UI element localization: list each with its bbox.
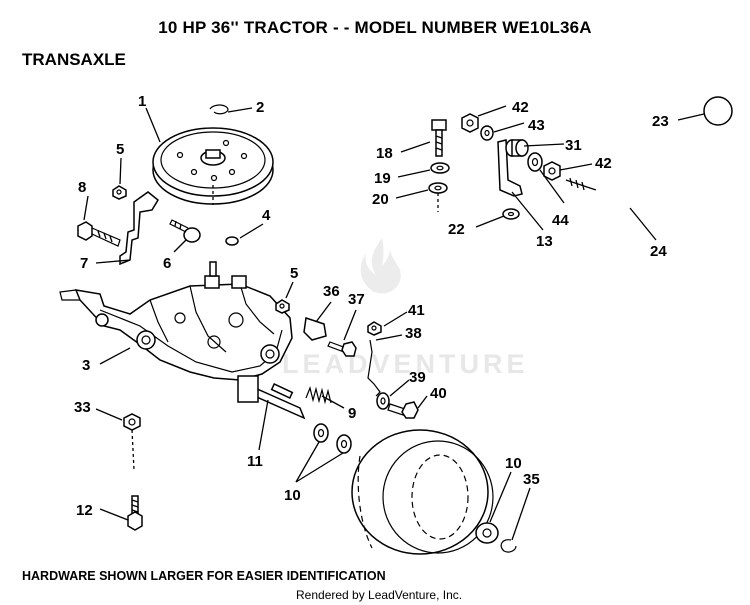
callout-2: 2 [256, 99, 264, 116]
callout-22: 22 [448, 221, 465, 238]
callout-9: 9 [348, 405, 356, 422]
washers-part-10[interactable] [313, 423, 352, 454]
callout-6: 6 [163, 255, 171, 272]
bracket-part-7[interactable] [119, 191, 159, 266]
clip-part-35[interactable] [500, 539, 517, 553]
callout-41: 41 [408, 302, 425, 319]
callout-44: 44 [552, 212, 569, 229]
bolt-part-6[interactable] [169, 219, 201, 243]
knob-part-23[interactable] [703, 96, 733, 126]
callout-5-mid: 5 [290, 265, 298, 282]
callout-18: 18 [376, 145, 393, 162]
shift-lever-part-24[interactable] [565, 125, 718, 205]
callout-11: 11 [247, 453, 263, 470]
bolt-part-40[interactable] [387, 401, 419, 419]
callout-36: 36 [323, 283, 340, 300]
callout-13: 13 [536, 233, 553, 250]
nut-part-41[interactable] [367, 321, 382, 336]
callout-19: 19 [374, 170, 391, 187]
nut-part-33[interactable] [123, 413, 141, 471]
bolt-part-18[interactable] [431, 119, 447, 157]
callout-1: 1 [138, 93, 146, 110]
bolt-part-8[interactable] [77, 221, 121, 247]
rendered-by-credit: Rendered by LeadVenture, Inc. [296, 588, 463, 602]
rear-wheel [351, 429, 494, 555]
callout-39: 39 [409, 369, 426, 386]
callout-24: 24 [650, 243, 667, 260]
callout-4: 4 [262, 207, 271, 224]
leader-lines [83, 105, 705, 541]
callout-7: 7 [80, 255, 88, 272]
callout-5-top: 5 [116, 141, 124, 158]
nut-part-42-right[interactable] [543, 161, 561, 181]
callout-10-left: 10 [284, 487, 301, 504]
bushing-part-31[interactable] [505, 139, 529, 157]
pulley-part-1[interactable] [152, 127, 274, 205]
callout-33: 33 [74, 399, 91, 416]
watermark-text: LEADVENTURE [282, 349, 529, 379]
callout-42-right: 42 [595, 155, 612, 172]
washer-part-22[interactable] [502, 208, 520, 220]
nut-part-5-top[interactable] [112, 185, 127, 200]
key-part-4[interactable] [225, 236, 239, 246]
washer-part-19[interactable] [430, 162, 450, 174]
bracket-part-36[interactable] [303, 317, 327, 341]
page-title: 10 HP 36'' TRACTOR - - MODEL NUMBER WE10… [158, 18, 592, 37]
washer-part-10-right[interactable] [475, 522, 499, 544]
callout-37: 37 [348, 291, 365, 308]
callout-43: 43 [528, 117, 545, 134]
bolt-part-37[interactable] [327, 341, 357, 357]
callout-38: 38 [405, 325, 422, 342]
callout-8: 8 [78, 179, 86, 196]
callout-3: 3 [82, 357, 90, 374]
bolt-part-12[interactable] [127, 495, 143, 531]
washer-part-44[interactable] [527, 152, 543, 172]
spring-part-9[interactable] [305, 386, 332, 405]
clip-part-2[interactable] [209, 104, 229, 115]
key-part-11[interactable] [270, 383, 294, 399]
section-title: TRANSAXLE [22, 50, 126, 69]
washer-part-39[interactable] [376, 392, 390, 410]
callout-10-right: 10 [505, 455, 522, 472]
nut-part-42-top[interactable] [461, 113, 479, 133]
callout-35: 35 [523, 471, 540, 488]
washer-part-20[interactable] [428, 182, 448, 212]
callout-labels: 1 2 3 4 5 5 6 7 8 9 10 10 11 12 13 18 19… [74, 93, 669, 519]
nut-part-5-mid[interactable] [275, 299, 290, 314]
callout-20: 20 [372, 191, 389, 208]
callout-12: 12 [76, 502, 93, 519]
hardware-note: HARDWARE SHOWN LARGER FOR EASIER IDENTIF… [22, 569, 386, 583]
callout-42-top: 42 [512, 99, 529, 116]
callout-31: 31 [565, 137, 582, 154]
rod-part-38[interactable] [367, 339, 381, 397]
washer-part-43[interactable] [480, 125, 494, 141]
callout-40: 40 [430, 385, 447, 402]
callout-23: 23 [652, 113, 669, 130]
watermark: LEADVENTURE [282, 238, 529, 379]
transaxle-part-3[interactable] [59, 261, 306, 420]
